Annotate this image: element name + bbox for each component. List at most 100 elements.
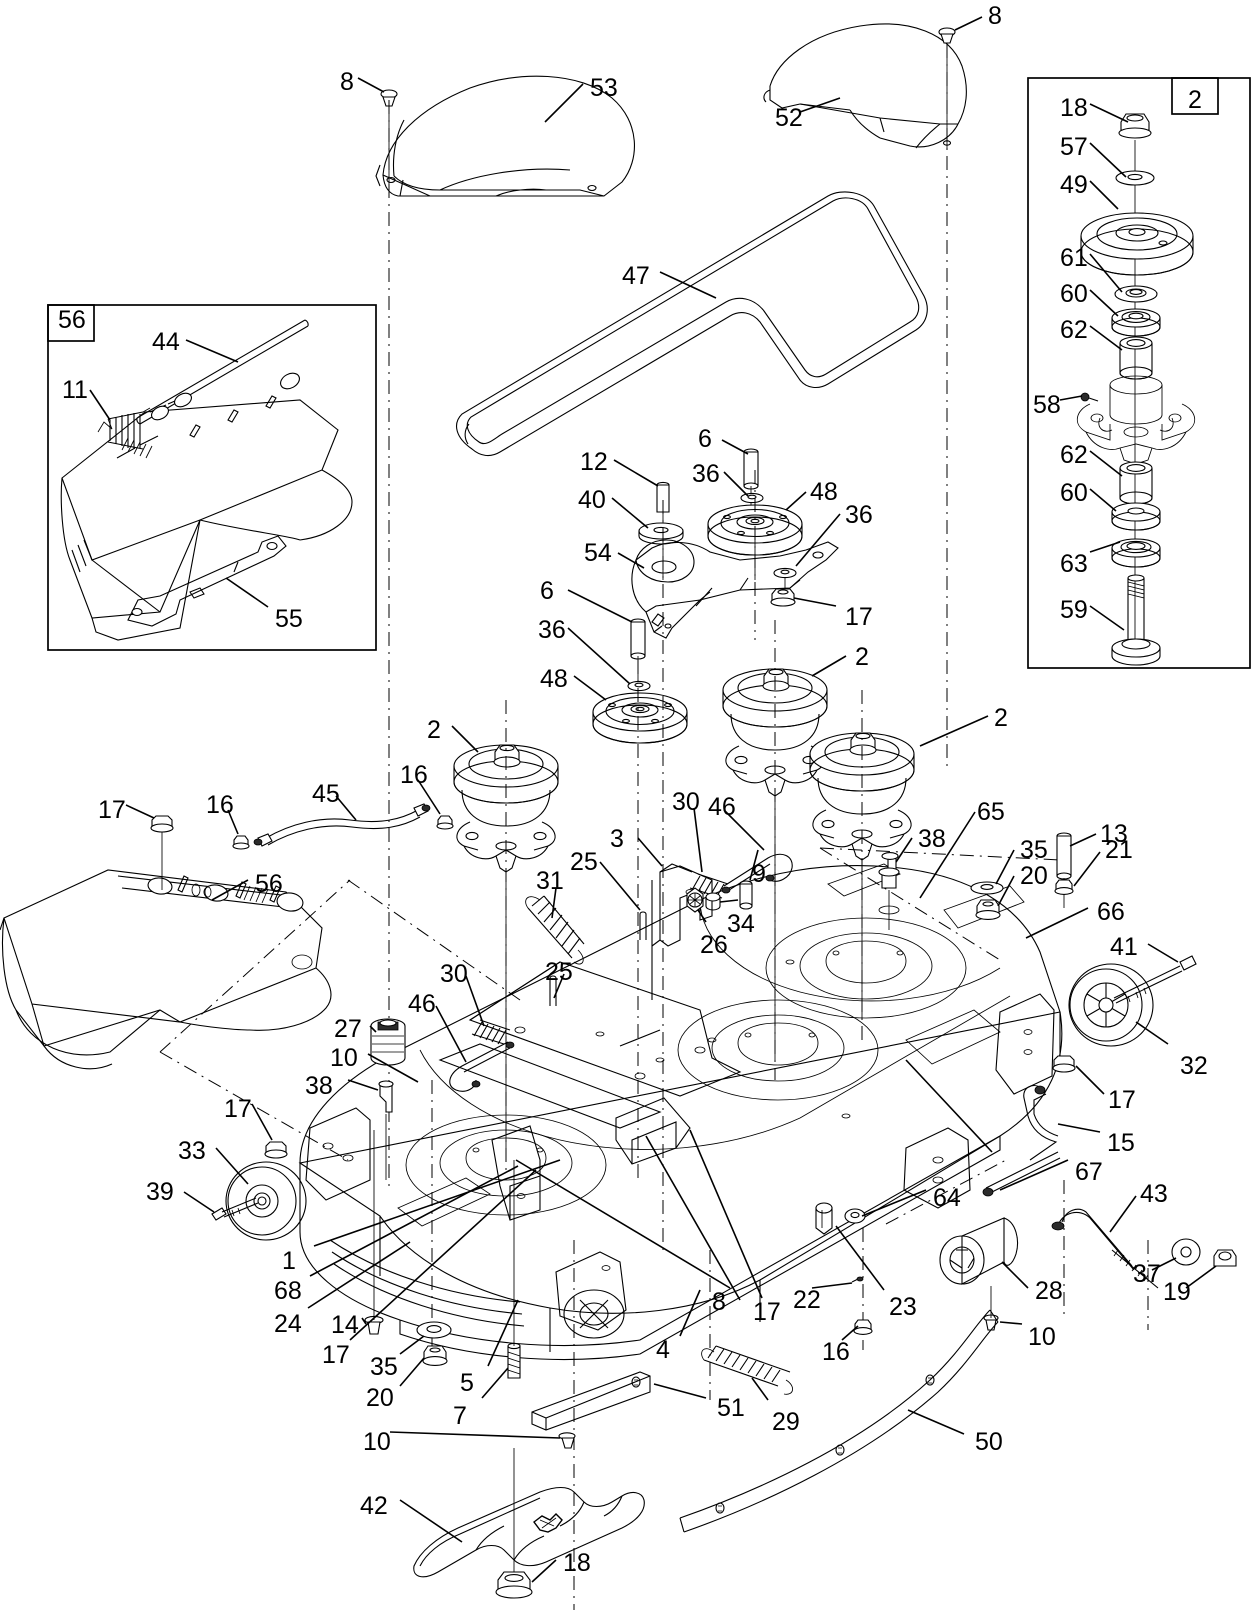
callout-47-belt: 47 bbox=[622, 262, 650, 290]
part-23-bushing bbox=[815, 1202, 833, 1235]
callout-9-bolt: 9 bbox=[752, 860, 766, 888]
part-22-pin bbox=[851, 1276, 864, 1283]
callout-62-spindle-detail: 62 bbox=[1060, 316, 1088, 344]
part-53-belt-cover-left bbox=[375, 75, 635, 197]
callout-8-cover-hardware: 8 bbox=[340, 68, 354, 96]
deck-spindle-boss-mid bbox=[677, 999, 879, 1101]
callout-68-deck-label: 68 bbox=[274, 1277, 302, 1305]
part-20-nut-bottom bbox=[422, 1345, 448, 1366]
callout-65-deck-hole: 65 bbox=[977, 798, 1005, 826]
callout-27-plug: 27 bbox=[334, 1015, 362, 1043]
callout-39-wheel-bolt: 39 bbox=[146, 1178, 174, 1206]
callout-56-panel-tag-56: 56 bbox=[58, 306, 86, 334]
callout-19-nut: 19 bbox=[1163, 1278, 1191, 1306]
part-51-blade-bar bbox=[531, 1371, 651, 1431]
callout-10-screw: 10 bbox=[1028, 1323, 1056, 1351]
part-56-deflector-inset bbox=[60, 372, 353, 641]
callout-44-deflector-rod: 44 bbox=[152, 328, 180, 356]
callout-36-idler-hardware: 36 bbox=[692, 460, 720, 488]
callout-33-wheel: 33 bbox=[178, 1137, 206, 1165]
callout-31-spring: 31 bbox=[536, 867, 564, 895]
callout-1-deck: 1 bbox=[282, 1247, 296, 1275]
part-50-blade-bar-long bbox=[679, 1309, 999, 1533]
part-40-washer bbox=[638, 522, 684, 545]
part-60-bearing bbox=[1111, 308, 1161, 337]
callout-17-nut: 17 bbox=[98, 796, 126, 824]
callout-2-panel-tag-2: 2 bbox=[1188, 86, 1202, 114]
callout-55-deflector-bracket: 55 bbox=[275, 605, 303, 633]
part-19-nut-right bbox=[1213, 1249, 1237, 1267]
callout-18-spindle-detail: 18 bbox=[1060, 94, 1088, 122]
callout-11-deflector-spring: 11 bbox=[62, 376, 88, 404]
part-54-idler-arm bbox=[631, 539, 839, 639]
part-2-spindle-assembly-mid bbox=[722, 620, 828, 1080]
callout-28-roller: 28 bbox=[1035, 1277, 1063, 1305]
callout-30-spring: 30 bbox=[440, 960, 468, 988]
callout-53-belt-cover-left: 53 bbox=[590, 74, 618, 102]
part-56-deflector-main bbox=[0, 869, 332, 1070]
part-17-nut-left-lower bbox=[264, 1141, 288, 1159]
part-57-washer bbox=[1115, 170, 1155, 186]
part-46-rod-upper bbox=[721, 853, 793, 894]
part-55-bracket bbox=[127, 535, 287, 627]
part-18-flange-nut bbox=[1118, 113, 1152, 139]
part-48-idler-pulley-lower bbox=[592, 692, 688, 744]
part-17-nut-right bbox=[1052, 1055, 1076, 1073]
callout-38-fitting: 38 bbox=[918, 825, 946, 853]
callout-59-spindle-detail: 59 bbox=[1060, 596, 1088, 624]
part-2-spindle-assembly-left bbox=[453, 700, 559, 1170]
part-38-fitting-left bbox=[378, 1080, 394, 1180]
part-27-plug bbox=[370, 1018, 406, 1066]
callout-57-spindle-detail: 57 bbox=[1060, 133, 1088, 161]
part-34-spacer bbox=[705, 892, 721, 911]
callout-24-strip: 24 bbox=[274, 1310, 302, 1338]
callout-37-washer: 37 bbox=[1133, 1260, 1161, 1288]
callout-8-hardware: 8 bbox=[712, 1288, 726, 1316]
callout-34-spacer: 34 bbox=[727, 910, 755, 938]
callout-17-nut: 17 bbox=[224, 1095, 252, 1123]
part-62-spacer-bottom bbox=[1119, 461, 1153, 505]
callout-51-blade-bar: 51 bbox=[717, 1394, 745, 1422]
part-39-wheel-bolt bbox=[211, 1197, 259, 1221]
callout-10-screw: 10 bbox=[330, 1044, 358, 1072]
callout-14-screw: 14 bbox=[331, 1311, 359, 1339]
part-16-nut-bottom bbox=[853, 1319, 873, 1335]
callout-66-deck-shell: 66 bbox=[1097, 898, 1125, 926]
part-48-idler-pulley-top bbox=[707, 504, 803, 580]
callout-29-spring: 29 bbox=[772, 1408, 800, 1436]
callout-25-pin: 25 bbox=[545, 958, 573, 986]
deck-spindle-boss-left bbox=[405, 1114, 607, 1216]
inset-panel-56 bbox=[47, 304, 377, 651]
callout-2-spindle-assembly: 2 bbox=[427, 716, 441, 744]
part-67-rod bbox=[982, 1151, 1061, 1197]
callout-58-spindle-detail: 58 bbox=[1033, 391, 1061, 419]
part-26-gear bbox=[686, 887, 704, 913]
callout-48-idler-pulley: 48 bbox=[540, 665, 568, 693]
part-63-seal bbox=[1111, 538, 1161, 568]
callout-2-spindle-assembly: 2 bbox=[994, 704, 1008, 732]
callout-23-bushing: 23 bbox=[889, 1293, 917, 1321]
callout-18-nut: 18 bbox=[563, 1549, 591, 1577]
callout-17-nut: 17 bbox=[845, 603, 873, 631]
part-62-spacer-top bbox=[1119, 336, 1153, 380]
callout-60-spindle-detail: 60 bbox=[1060, 479, 1088, 507]
part-61-washer bbox=[1114, 285, 1158, 303]
callout-35-washer: 35 bbox=[1020, 836, 1048, 864]
callout-26-gear: 26 bbox=[700, 931, 728, 959]
callout-60-spindle-detail: 60 bbox=[1060, 280, 1088, 308]
callout-38-fitting: 38 bbox=[305, 1072, 333, 1100]
part-59-shaft bbox=[1111, 574, 1161, 666]
callout-46-rod: 46 bbox=[408, 990, 436, 1018]
callout-54-idler-arm: 54 bbox=[584, 539, 612, 567]
callout-8-cover-hardware: 8 bbox=[988, 2, 1002, 30]
callout-35-washer: 35 bbox=[370, 1353, 398, 1381]
part-13-bolt-right bbox=[1056, 832, 1072, 908]
part-64-bushing bbox=[844, 1208, 866, 1224]
callout-6-idler-hardware: 6 bbox=[540, 577, 554, 605]
callout-30-spring: 30 bbox=[672, 788, 700, 816]
callout-36-idler-hardware: 36 bbox=[845, 501, 873, 529]
callout-45-hose: 45 bbox=[312, 780, 340, 808]
part-38-fitting-right bbox=[878, 852, 900, 930]
part-2-spindle-assembly-right bbox=[809, 690, 915, 1040]
